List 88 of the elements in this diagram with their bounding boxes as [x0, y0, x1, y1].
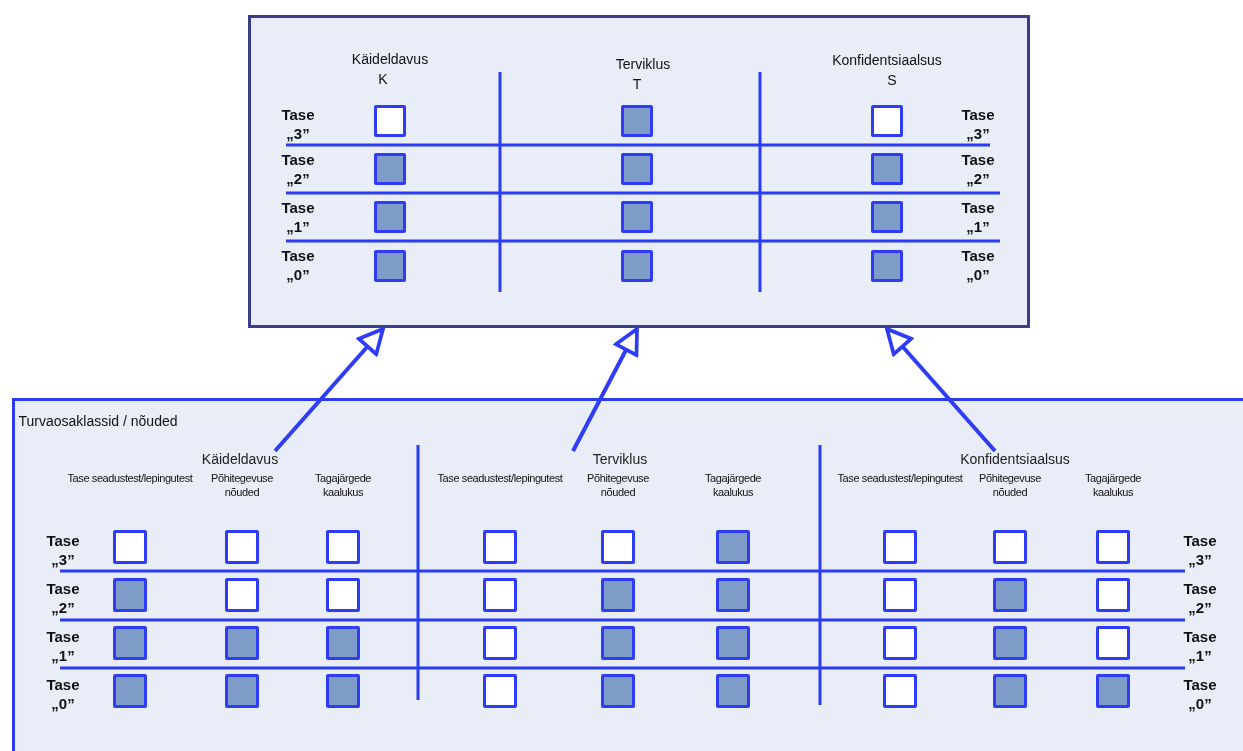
- filled-square: [601, 626, 635, 660]
- level-label: Tase „1”: [1182, 627, 1218, 665]
- empty-square: [225, 578, 259, 612]
- filled-square: [716, 530, 750, 564]
- filled-square: [601, 578, 635, 612]
- level-label: Tase „2”: [280, 150, 316, 188]
- empty-square: [883, 530, 917, 564]
- empty-square: [483, 530, 517, 564]
- empty-square: [483, 626, 517, 660]
- level-label: Tase „1”: [960, 198, 996, 236]
- level-label: Tase „1”: [45, 627, 81, 665]
- level-label: Tase „3”: [960, 105, 996, 143]
- column-heading: Tagajärgede kaalukus: [313, 471, 373, 499]
- column-heading: Põhitegevuse nõuded: [586, 471, 650, 499]
- empty-square: [1096, 530, 1130, 564]
- group-heading: Konfidentsiaalsus: [935, 451, 1095, 469]
- level-label: Tase „3”: [1182, 531, 1218, 569]
- filled-square: [374, 153, 406, 185]
- column-heading: Põhitegevuse nõuded: [210, 471, 274, 499]
- level-label: Tase „3”: [280, 105, 316, 143]
- column-heading: Tase seadustest/lepingutest: [836, 471, 964, 485]
- filled-square: [716, 578, 750, 612]
- column-heading: Põhitegevuse nõuded: [978, 471, 1042, 499]
- column-heading: Tagajärgede kaalukus: [703, 471, 763, 499]
- empty-square: [326, 530, 360, 564]
- column-heading: Tagajärgede kaalukus: [1083, 471, 1143, 499]
- level-label: Tase „0”: [45, 675, 81, 713]
- column-heading: Tase seadustest/lepingutest: [436, 471, 564, 485]
- filled-square: [716, 626, 750, 660]
- empty-square: [374, 105, 406, 137]
- filled-square: [113, 578, 147, 612]
- column-heading: Tase seadustest/lepingutest: [66, 471, 194, 485]
- filled-square: [374, 250, 406, 282]
- column-letter: T: [631, 75, 643, 93]
- filled-square: [993, 578, 1027, 612]
- column-letter: K: [377, 70, 389, 88]
- column-heading: Konfidentsiaalsus: [831, 51, 943, 69]
- filled-square: [621, 153, 653, 185]
- level-label: Tase „2”: [45, 579, 81, 617]
- filled-square: [1096, 674, 1130, 708]
- filled-square: [326, 626, 360, 660]
- empty-square: [1096, 626, 1130, 660]
- hollow-arrow: [273, 327, 385, 453]
- filled-square: [225, 674, 259, 708]
- level-label: Tase „0”: [1182, 675, 1218, 713]
- filled-square: [716, 674, 750, 708]
- filled-square: [326, 674, 360, 708]
- filled-square: [225, 626, 259, 660]
- level-label: Tase „3”: [45, 531, 81, 569]
- group-heading: Terviklus: [560, 451, 680, 469]
- filled-square: [621, 105, 653, 137]
- empty-square: [601, 530, 635, 564]
- filled-square: [621, 250, 653, 282]
- empty-square: [883, 578, 917, 612]
- column-letter: S: [886, 71, 898, 89]
- hollow-arrow: [571, 327, 639, 452]
- filled-square: [621, 201, 653, 233]
- empty-square: [113, 530, 147, 564]
- level-label: Tase „2”: [960, 150, 996, 188]
- empty-square: [883, 674, 917, 708]
- panel: [248, 15, 1030, 328]
- filled-square: [113, 674, 147, 708]
- level-label: Tase „0”: [280, 246, 316, 284]
- column-heading: Käideldavus: [350, 50, 430, 68]
- empty-square: [993, 530, 1027, 564]
- level-label: Tase „0”: [960, 246, 996, 284]
- empty-square: [871, 105, 903, 137]
- filled-square: [601, 674, 635, 708]
- filled-square: [871, 201, 903, 233]
- column-heading: Terviklus: [614, 55, 672, 73]
- filled-square: [871, 153, 903, 185]
- panel: [12, 398, 1243, 751]
- filled-square: [993, 626, 1027, 660]
- hollow-arrow: [885, 327, 997, 453]
- empty-square: [326, 578, 360, 612]
- empty-square: [883, 626, 917, 660]
- table-title: Turvaosaklassid / nõuded: [18, 412, 178, 430]
- empty-square: [483, 578, 517, 612]
- empty-square: [1096, 578, 1130, 612]
- empty-square: [483, 674, 517, 708]
- group-heading: Käideldavus: [180, 451, 300, 469]
- level-label: Tase „2”: [1182, 579, 1218, 617]
- filled-square: [993, 674, 1027, 708]
- filled-square: [113, 626, 147, 660]
- level-label: Tase „1”: [280, 198, 316, 236]
- filled-square: [871, 250, 903, 282]
- empty-square: [225, 530, 259, 564]
- filled-square: [374, 201, 406, 233]
